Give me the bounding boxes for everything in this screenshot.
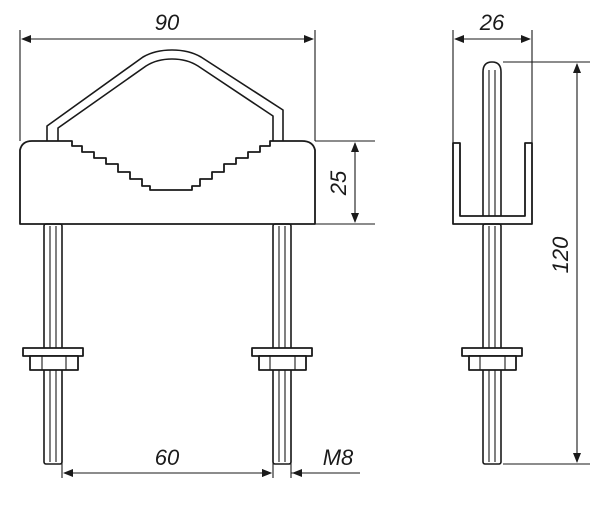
thread-m8-label: M8 — [323, 445, 354, 470]
height-25-label: 25 — [326, 170, 351, 196]
left-washer — [22, 347, 84, 357]
u-bolt-wire-outer — [46, 49, 284, 142]
side-view: 26 120 — [452, 10, 590, 465]
height-120-label: 120 — [548, 236, 573, 273]
left-bolt — [22, 223, 84, 465]
dimension-height-120: 120 — [503, 61, 590, 465]
side-nut — [468, 355, 517, 371]
right-bolt — [251, 223, 313, 465]
width-90-label: 90 — [155, 10, 180, 35]
right-washer — [251, 347, 313, 357]
dimension-spacing-60: 60 — [61, 380, 274, 478]
spacing-60-label: 60 — [155, 445, 180, 470]
clamp-channel — [452, 142, 533, 225]
front-view: 90 25 60 M8 — [19, 10, 375, 478]
right-nut — [258, 355, 307, 371]
left-nut — [29, 355, 79, 371]
side-washer — [461, 347, 523, 357]
width-26-label: 26 — [479, 10, 505, 35]
wire-loop — [482, 61, 502, 217]
clamp-body — [19, 140, 316, 225]
thread-callout-m8: M8 — [260, 380, 360, 478]
dimension-width-90: 90 — [19, 10, 316, 141]
dimension-height-25: 25 — [315, 140, 375, 225]
dimension-width-26: 26 — [452, 10, 533, 143]
u-bolt-wire-inner — [57, 58, 274, 142]
